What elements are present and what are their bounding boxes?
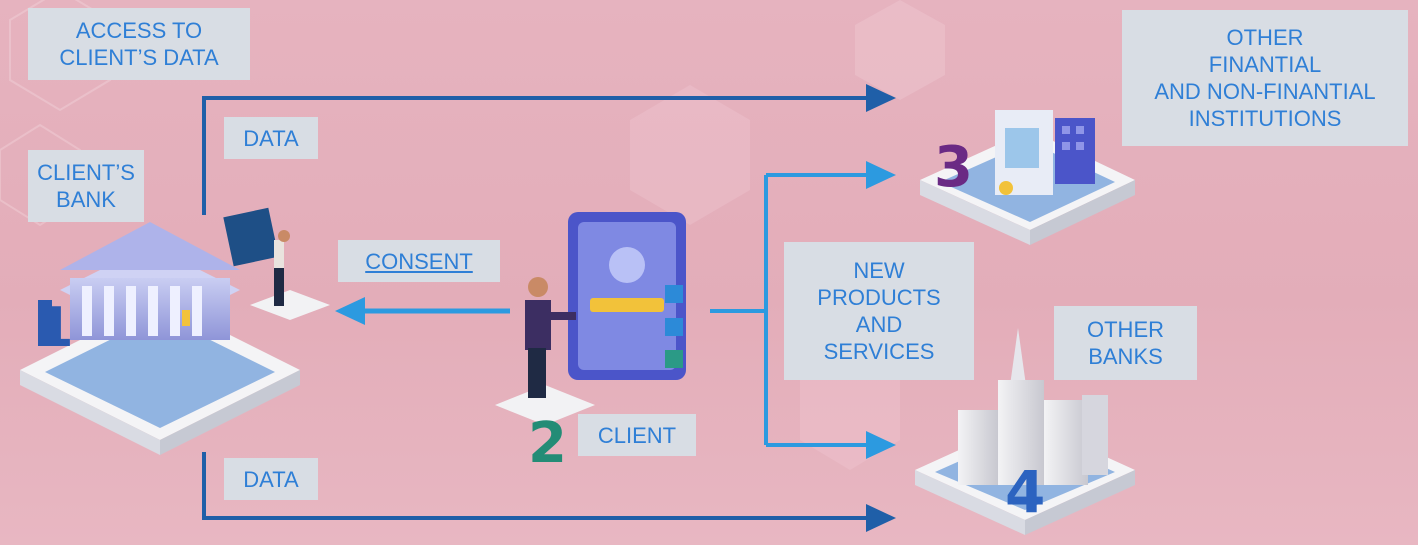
arrow-access-to-institutions bbox=[202, 84, 896, 215]
marker-2: 2 bbox=[528, 411, 567, 476]
marker-1-text: 1 bbox=[36, 296, 74, 359]
marker-4-text: 4 bbox=[1005, 458, 1045, 526]
background-hexagons bbox=[0, 0, 945, 470]
marker-1: 1 bbox=[36, 296, 74, 359]
marker-4: 4 bbox=[1005, 458, 1045, 526]
institutions-building-illustration bbox=[920, 110, 1135, 245]
marker-3: 3 bbox=[934, 135, 973, 200]
label-data-bottom: DATA bbox=[224, 458, 318, 500]
label-other-banks: OTHER BANKS bbox=[1054, 306, 1197, 380]
label-clients-bank: CLIENT’S BANK bbox=[28, 150, 144, 222]
presenter-illustration bbox=[223, 207, 330, 320]
marker-2-text: 2 bbox=[528, 411, 567, 476]
consent-text: CONSENT bbox=[365, 248, 473, 274]
label-access-to-clients-data: ACCESS TO CLIENT’S DATA bbox=[28, 8, 250, 80]
other-banks-building-illustration bbox=[915, 328, 1135, 535]
label-data-top: DATA bbox=[224, 117, 318, 159]
arrow-consent-to-bank bbox=[335, 297, 510, 325]
client-phone-illustration bbox=[495, 212, 686, 425]
marker-3-text: 3 bbox=[934, 135, 973, 200]
label-client: CLIENT bbox=[578, 414, 696, 456]
label-consent: CONSENT bbox=[338, 240, 500, 282]
bank-building-illustration bbox=[20, 222, 300, 455]
label-other-financial-institutions: OTHER FINANTIAL AND NON-FINANTIAL INSTIT… bbox=[1122, 10, 1408, 146]
arrow-data-to-other-banks bbox=[202, 452, 896, 532]
arrow-client-to-new-products bbox=[710, 161, 896, 459]
label-new-products-and-services: NEW PRODUCTS AND SERVICES bbox=[784, 242, 974, 380]
